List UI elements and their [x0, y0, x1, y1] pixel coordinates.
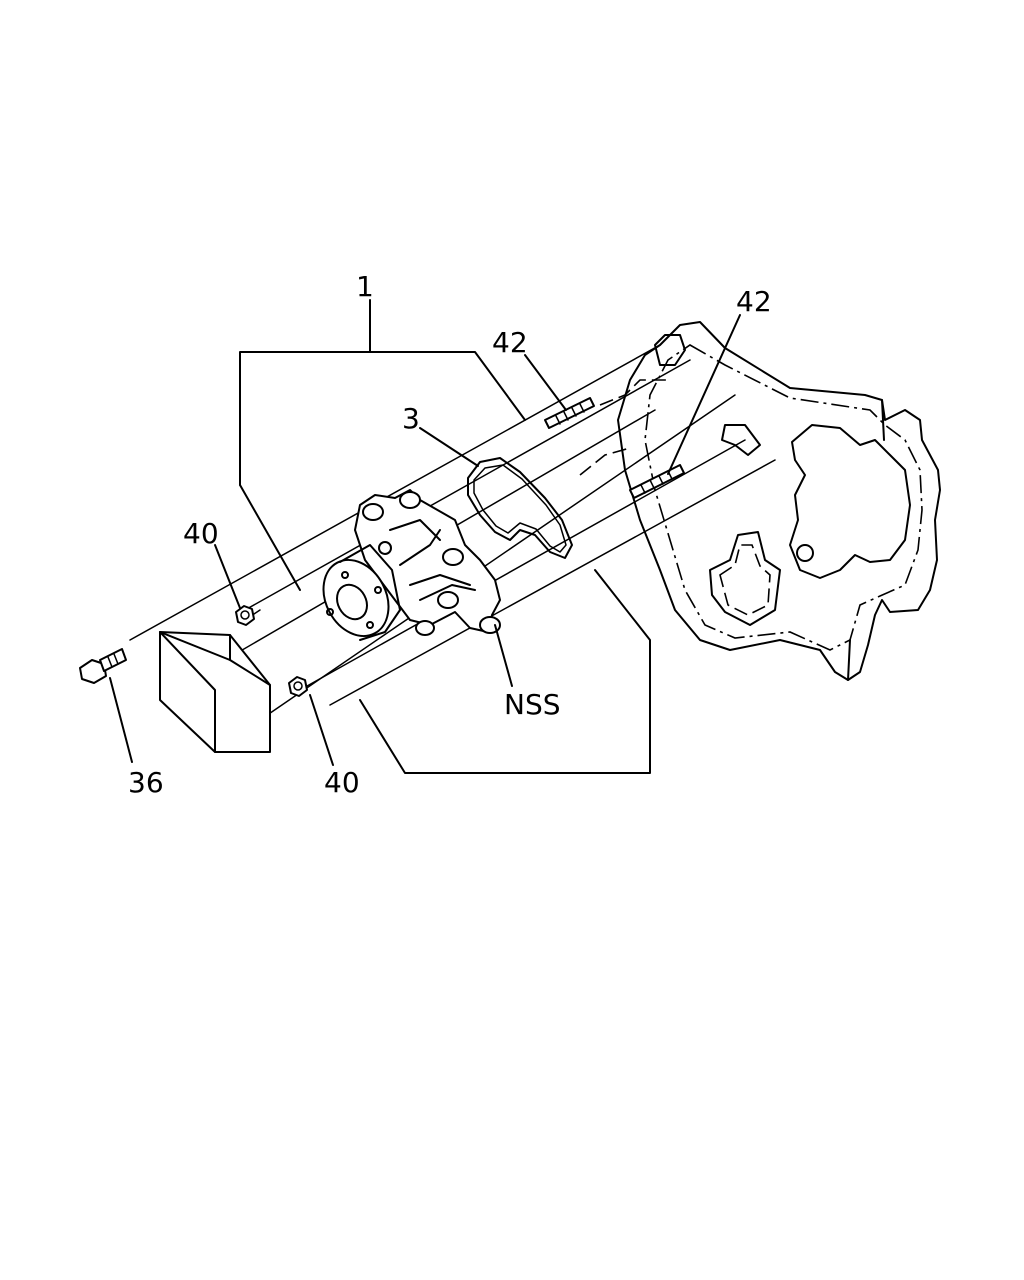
shaft-housing [159, 631, 271, 753]
water-pump [322, 489, 501, 641]
callouts: 1 3 42 42 40 40 36 NSS [128, 270, 772, 799]
gasket [467, 457, 573, 559]
callout-bolt: 36 [128, 766, 164, 799]
callout-assembly: 1 [356, 270, 374, 303]
stud-upper [544, 397, 595, 429]
stud-right [629, 464, 685, 499]
bolt [79, 648, 127, 684]
nut-lower [288, 676, 308, 697]
leader-lines [109, 314, 741, 766]
callout-nut-upper: 40 [183, 517, 219, 550]
callout-nut-lower: 40 [324, 766, 360, 799]
callout-not-serviced: NSS [504, 688, 561, 721]
nut-upper [235, 605, 255, 626]
callout-stud-right: 42 [736, 285, 772, 318]
assembly-bracket [239, 299, 651, 774]
callout-stud-upper: 42 [492, 326, 528, 359]
alignment-lines [129, 344, 776, 721]
engine-front-cover [579, 321, 941, 681]
callout-gasket: 3 [402, 402, 420, 435]
